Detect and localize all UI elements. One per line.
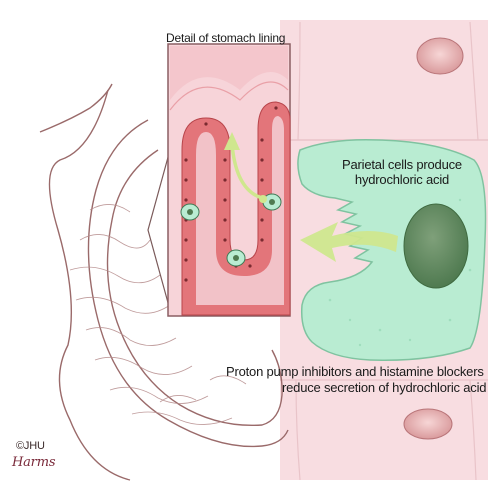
artist-signature: Harms: [12, 455, 55, 470]
parietal-label-line-1: Parietal cells produce: [332, 157, 472, 172]
ppi-label-line-1: Proton pump inhibitors and histamine blo…: [226, 364, 484, 379]
oval-cell-top: [417, 38, 463, 74]
copyright-mark: ©JHU: [16, 440, 45, 452]
nucleus: [404, 204, 468, 288]
callout-wedge: [148, 150, 170, 310]
parietal-label-line-2: hydrochloric acid: [332, 172, 472, 187]
ppi-label-line-2: reduce secretion of hydrochloric acid: [282, 380, 486, 395]
detail-box: [168, 44, 290, 316]
detail-title: Detail of stomach lining: [166, 31, 285, 45]
oval-cell-bottom: [404, 409, 452, 439]
